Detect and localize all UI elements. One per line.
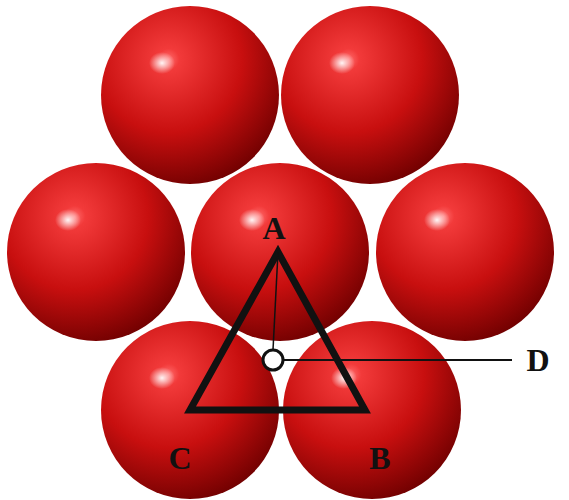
point-label: B	[369, 442, 390, 474]
sphere-highlight	[55, 209, 81, 231]
sphere-highlight	[424, 209, 450, 231]
sphere-body	[376, 163, 554, 341]
sphere-highlight	[149, 367, 175, 389]
sphere	[7, 163, 185, 341]
sphere-body	[7, 163, 185, 341]
triangle	[190, 252, 512, 410]
centroid-marker	[263, 350, 283, 370]
sphere-highlight	[149, 52, 175, 74]
sphere	[281, 6, 459, 184]
height-line	[273, 252, 278, 350]
sphere-highlight	[329, 52, 355, 74]
sphere-body	[281, 6, 459, 184]
point-label: C	[168, 442, 191, 474]
sphere	[376, 163, 554, 341]
point-label: D	[526, 344, 549, 376]
sphere-highlight	[239, 209, 265, 231]
triangle-outline	[190, 252, 365, 410]
sphere	[101, 6, 279, 184]
sphere-body	[101, 6, 279, 184]
leader-line	[284, 359, 512, 361]
sphere-group	[7, 6, 554, 499]
point-label: A	[262, 212, 285, 244]
